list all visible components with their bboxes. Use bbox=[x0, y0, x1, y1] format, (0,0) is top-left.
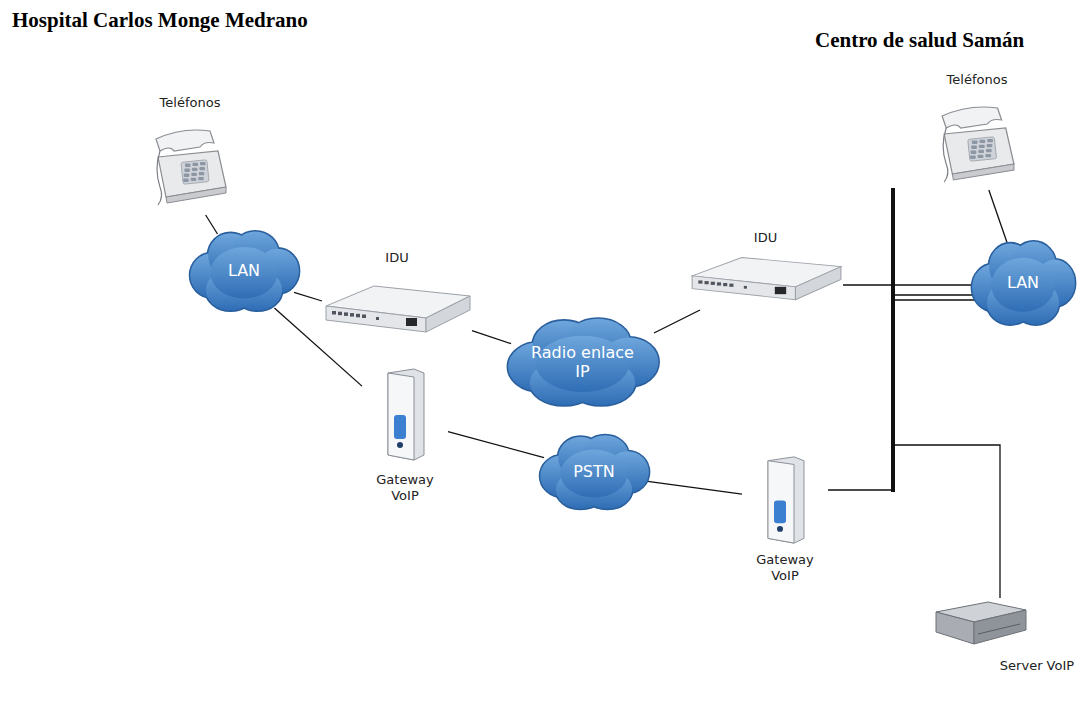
device-label: Gateway VoIP bbox=[742, 552, 828, 583]
cloud-label: LAN bbox=[201, 228, 286, 314]
device-label: Gateway VoIP bbox=[362, 472, 448, 503]
link-line bbox=[843, 284, 976, 285]
link-line bbox=[294, 292, 322, 301]
gateway-icon bbox=[388, 369, 424, 460]
site-heading: Hospital Carlos Monge Medrano bbox=[12, 8, 308, 33]
phone-picture bbox=[928, 72, 1026, 190]
site-heading: Centro de salud Samán bbox=[815, 28, 1024, 53]
device-label: IDU bbox=[688, 230, 843, 246]
idu-device: IDU bbox=[322, 250, 472, 345]
link-line bbox=[989, 190, 1008, 244]
network-cloud: PSTN bbox=[538, 432, 650, 512]
idu-icon bbox=[326, 286, 470, 332]
phone-device: Teléfonos bbox=[928, 72, 1026, 190]
link-line bbox=[644, 481, 742, 494]
network-cloud: Radio enlace IP bbox=[505, 315, 660, 409]
phone-icon bbox=[942, 107, 1014, 182]
gateway-device: Gateway VoIP bbox=[362, 362, 448, 522]
gateway-icon bbox=[768, 457, 804, 543]
phone-icon bbox=[156, 130, 226, 205]
network-cloud: LAN bbox=[188, 228, 300, 314]
server-icon bbox=[936, 602, 1026, 644]
server-picture bbox=[930, 598, 1078, 702]
cloud-label: Radio enlace IP bbox=[524, 315, 642, 409]
device-label: Server VoIP bbox=[998, 658, 1076, 674]
link-line bbox=[893, 300, 1000, 598]
idu-device: IDU bbox=[688, 230, 843, 310]
link-line bbox=[448, 432, 544, 458]
link-line bbox=[206, 215, 218, 234]
phone-picture bbox=[140, 95, 240, 215]
link-line bbox=[654, 310, 700, 333]
cloud-label: LAN bbox=[983, 238, 1064, 328]
link-line bbox=[472, 331, 511, 344]
device-label: Teléfonos bbox=[140, 95, 240, 111]
idu-icon bbox=[692, 258, 841, 300]
gateway-device: Gateway VoIP bbox=[742, 450, 828, 600]
link-line bbox=[828, 295, 976, 490]
server-device: Server VoIP bbox=[930, 598, 1078, 702]
cloud-label: PSTN bbox=[551, 432, 636, 512]
network-cloud: LAN bbox=[970, 238, 1076, 328]
device-label: Teléfonos bbox=[928, 72, 1026, 88]
phone-device: Teléfonos bbox=[140, 95, 240, 215]
device-label: IDU bbox=[322, 250, 472, 266]
